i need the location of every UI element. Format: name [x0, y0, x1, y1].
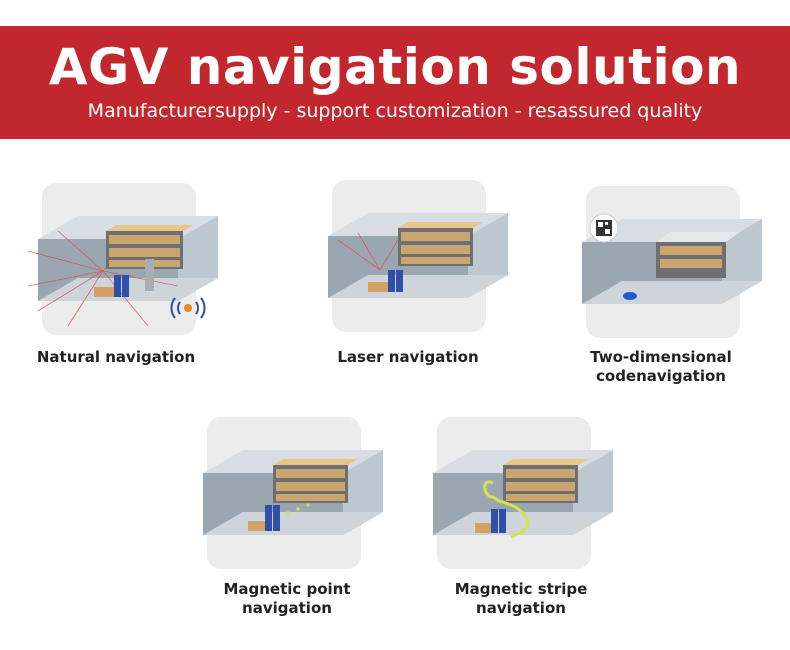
magnetic-point-navigation-image — [203, 417, 383, 569]
page-subtitle: Manufacturersupply - support customizati… — [87, 100, 703, 122]
header-banner: AGV navigation solution Manufacturersupp… — [0, 26, 790, 139]
qr-code-navigation-label: Two-dimensional codenavigation — [590, 348, 732, 385]
natural-navigation-image — [27, 183, 218, 335]
shelving-icon — [106, 225, 193, 269]
shelving-icon — [656, 232, 740, 278]
agv-marker-icon — [623, 292, 637, 300]
magnetic-stripe-navigation-image — [433, 417, 613, 569]
qr-code-navigation-image — [582, 186, 762, 338]
agv-icon — [248, 505, 280, 531]
pillar-icon — [145, 259, 154, 291]
laser-navigation-label: Laser navigation — [337, 348, 479, 366]
magnetic-points-icon — [286, 503, 310, 515]
shelving-icon — [273, 459, 358, 503]
page-title: AGV navigation solution — [48, 38, 742, 96]
laser-navigation-image — [328, 180, 508, 332]
magnetic-stripe-navigation-label: Magnetic stripe navigation — [454, 580, 588, 617]
natural-navigation-label: Natural navigation — [36, 348, 196, 366]
shelving-icon — [503, 459, 588, 503]
warehouse-illustration — [433, 450, 613, 539]
qr-code-icon — [589, 213, 619, 243]
warehouse-illustration — [27, 216, 218, 327]
agv-icon — [94, 275, 129, 297]
shelving-icon — [398, 222, 483, 266]
agv-icon — [368, 270, 403, 292]
warehouse-illustration — [582, 213, 762, 304]
agv-icon — [475, 509, 506, 533]
magnetic-stripe-icon — [483, 480, 530, 539]
wireless-signal-icon — [170, 297, 206, 319]
magnetic-point-navigation-label: Magnetic point navigation — [223, 580, 351, 617]
warehouse-illustration — [328, 213, 508, 298]
warehouse-illustration — [203, 450, 383, 535]
laser-beams-icon — [337, 232, 399, 271]
